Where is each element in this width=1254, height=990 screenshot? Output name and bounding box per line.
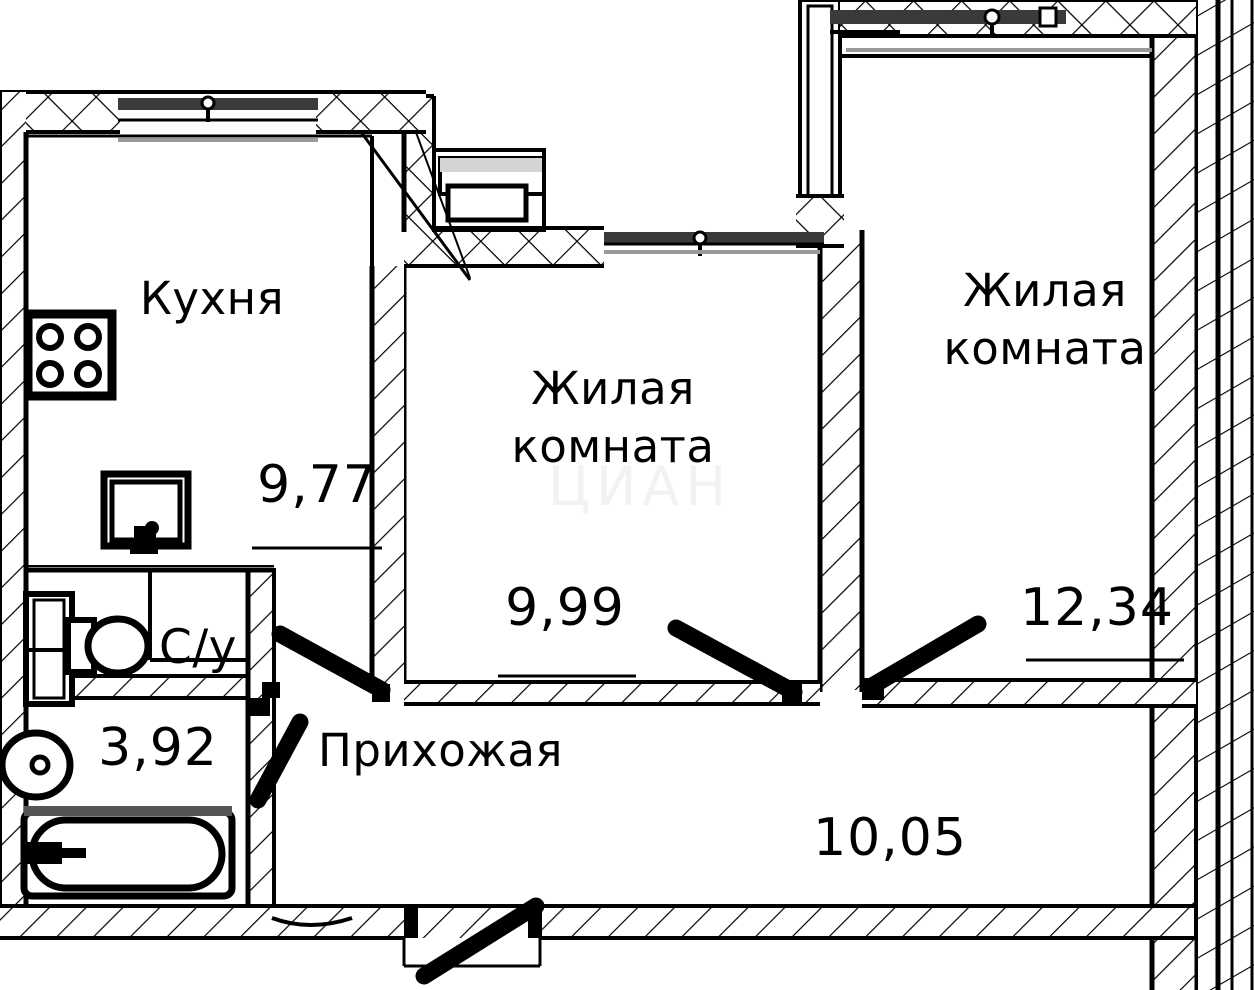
room-walls-kitchen bbox=[0, 90, 426, 922]
door-swing-living-center bbox=[667, 619, 803, 701]
exterior-wall-right-inner bbox=[1149, 30, 1198, 990]
entrance-door-swing bbox=[415, 897, 545, 985]
toilet-icon bbox=[65, 615, 152, 677]
kitchen-sink-icon bbox=[100, 470, 192, 554]
door-swing-bathroom bbox=[249, 713, 309, 809]
room-walls-hallway bbox=[0, 706, 1198, 968]
door-jambs bbox=[248, 682, 884, 716]
balcony-center bbox=[334, 94, 824, 281]
door-swing-kitchen-hall bbox=[271, 625, 391, 699]
area-underlines bbox=[252, 546, 1184, 678]
door-swing-living-right bbox=[863, 615, 987, 695]
room-walls-living-right bbox=[796, 54, 1196, 708]
balcony-right bbox=[798, 0, 1196, 234]
window-sills bbox=[118, 48, 1152, 254]
bathtub-icon bbox=[20, 806, 236, 900]
stove-4-burner-icon bbox=[23, 309, 117, 401]
washbasin-icon bbox=[0, 729, 74, 801]
room-walls-living-center bbox=[369, 266, 820, 706]
room-walls-bathroom bbox=[26, 565, 276, 906]
water-heater-icon bbox=[23, 591, 75, 707]
exterior-wall-right bbox=[1194, 0, 1254, 990]
